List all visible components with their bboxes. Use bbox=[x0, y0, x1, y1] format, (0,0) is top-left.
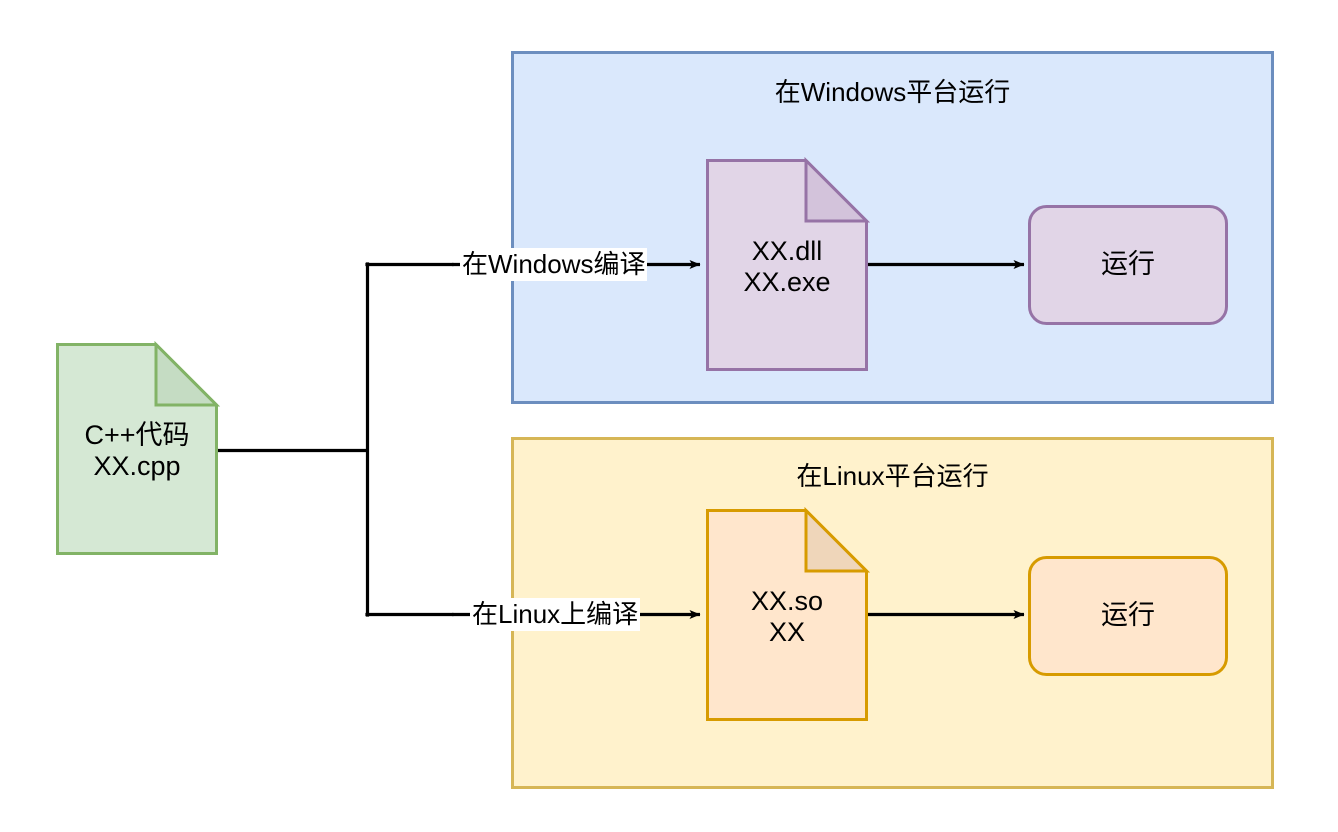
compile-on-linux-label: 在Linux上编译 bbox=[470, 598, 641, 632]
windows-artifact-fold bbox=[804, 156, 871, 223]
windows-run-box-rect bbox=[1028, 205, 1228, 325]
cpp-source-document-shape bbox=[56, 343, 218, 555]
windows-platform-panel-title: 在Windows平台运行 bbox=[774, 77, 1011, 107]
cpp-source-fold bbox=[154, 340, 221, 407]
linux-platform-panel-title: 在Linux平台运行 bbox=[796, 461, 989, 491]
linux-artifact-fold bbox=[804, 506, 871, 573]
linux-run-box-rect bbox=[1028, 556, 1228, 676]
branch-connector-path bbox=[216, 262, 454, 617]
compile-on-windows-label: 在Windows编译 bbox=[460, 248, 648, 282]
